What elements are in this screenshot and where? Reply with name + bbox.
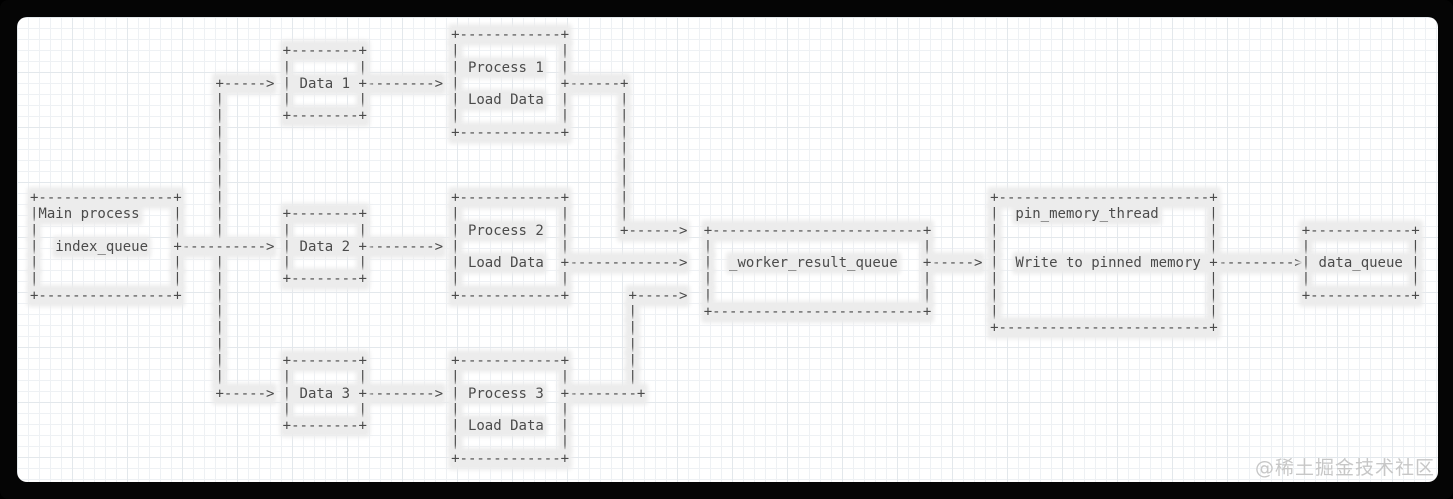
box-process-1: +------------+ | | | Process 1 | | + | L…	[451, 27, 570, 141]
box-process-3: +------------+ | | | Process 3 + | | | L…	[451, 353, 570, 467]
box-main-process: +----------------+ |Main process | | | |…	[30, 190, 182, 304]
box-pin-memory-thread: +-------------------------+ | pin_memory…	[990, 190, 1218, 337]
box-data-1: +--------+ | | | Data 1 + | | +--------+	[282, 43, 367, 125]
box-data-2: +--------+ | | | Data 2 + | | +--------+	[282, 206, 367, 288]
box-worker-result-queue: +-------------------------+ | | | _worke…	[703, 222, 932, 321]
box-process-2: +------------+ | | | Process 2 | | | | L…	[451, 190, 570, 304]
graph-paper-canvas: +-----> --------> ------+ | | | |	[17, 17, 1438, 482]
box-data-3: +--------+ | | | Data 3 + | | +--------+	[282, 353, 367, 435]
watermark: @稀土掘金技术社区	[1254, 457, 1435, 479]
box-data-queue: +------------+ | | | data_queue | | | +-…	[1301, 222, 1420, 304]
connector-arrows-layer: +-----> --------> ------+ | | | |	[181, 75, 1303, 402]
ascii-dataloader-diagram: +-----> --------> ------+ | | | |	[30, 27, 1430, 477]
